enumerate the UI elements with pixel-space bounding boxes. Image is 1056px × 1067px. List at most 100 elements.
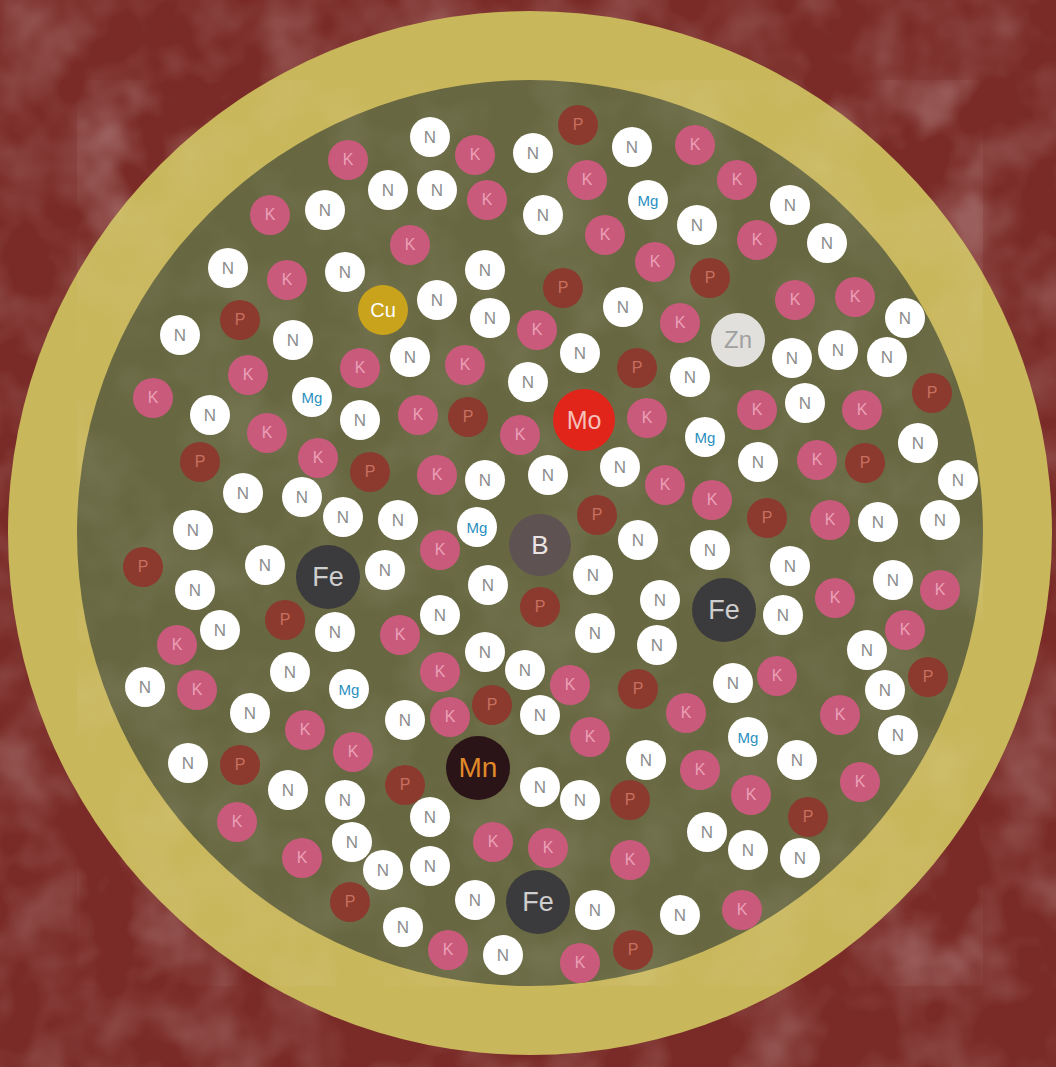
potassium-circle: K xyxy=(775,280,815,320)
phosphorus-circle: P xyxy=(617,348,657,388)
nitrogen-circle: N xyxy=(603,287,643,327)
potassium-circle: K xyxy=(217,802,257,842)
element-symbol: K xyxy=(435,542,446,558)
circle-fill xyxy=(728,830,768,870)
nitrogen-circle: N xyxy=(847,630,887,670)
circle-fill xyxy=(410,797,450,837)
circle-fill xyxy=(228,355,268,395)
circle-fill xyxy=(417,455,457,495)
circle-fill xyxy=(220,300,260,340)
element-symbol: N xyxy=(237,485,249,502)
nitrogen-circle: N xyxy=(190,395,230,435)
element-symbol: N xyxy=(339,792,351,809)
nitrogen-circle: N xyxy=(410,117,450,157)
circle-fill xyxy=(383,907,423,947)
circle-fill xyxy=(770,185,810,225)
copper-circle: Cu xyxy=(358,285,408,335)
element-symbol: N xyxy=(339,264,351,281)
circle-fill xyxy=(818,330,858,370)
circle-fill xyxy=(613,930,653,970)
element-symbol: Cu xyxy=(370,300,396,320)
potassium-circle: K xyxy=(797,440,837,480)
circle-fill xyxy=(847,630,887,670)
magnesium-circle: Mg xyxy=(329,669,369,709)
circle-fill xyxy=(468,565,508,605)
element-symbol: K xyxy=(850,289,861,305)
element-symbol: P xyxy=(463,409,474,425)
nitrogen-circle: N xyxy=(523,195,563,235)
potassium-circle: K xyxy=(420,652,460,692)
circle-fill xyxy=(738,442,778,482)
element-symbol: K xyxy=(565,677,576,693)
potassium-circle: K xyxy=(635,242,675,282)
circle-fill xyxy=(573,555,613,595)
nitrogen-circle: N xyxy=(575,890,615,930)
phosphorus-circle: P xyxy=(330,882,370,922)
element-symbol: P xyxy=(762,510,773,526)
nitrogen-circle: N xyxy=(858,502,898,542)
element-symbol: K xyxy=(313,450,324,466)
magnesium-circle: Mg xyxy=(685,417,725,457)
element-symbol: N xyxy=(527,145,539,162)
circle-fill xyxy=(575,613,615,653)
circle-fill xyxy=(612,127,652,167)
circle-fill xyxy=(528,455,568,495)
element-symbol: N xyxy=(777,607,789,624)
circle-fill xyxy=(858,502,898,542)
element-symbol: N xyxy=(259,557,271,574)
element-symbol: P xyxy=(235,757,246,773)
circle-fill xyxy=(230,693,270,733)
circle-fill xyxy=(908,657,948,697)
circle-fill xyxy=(133,378,173,418)
potassium-circle: K xyxy=(610,840,650,880)
element-symbol: N xyxy=(424,129,436,146)
circle-fill xyxy=(417,170,457,210)
potassium-circle: K xyxy=(627,398,667,438)
element-symbol: K xyxy=(825,512,836,528)
circle-fill xyxy=(330,882,370,922)
nitrogen-circle: N xyxy=(508,362,548,402)
nitrogen-circle: N xyxy=(528,455,568,495)
nitrogen-circle: N xyxy=(728,830,768,870)
potassium-circle: K xyxy=(177,670,217,710)
phosphorus-circle: P xyxy=(123,547,163,587)
element-symbol: N xyxy=(589,625,601,642)
nitrogen-circle: N xyxy=(168,743,208,783)
nitrogen-circle: N xyxy=(687,812,727,852)
potassium-circle: K xyxy=(660,303,700,343)
phosphorus-circle: P xyxy=(613,930,653,970)
element-symbol: N xyxy=(399,712,411,729)
element-symbol: K xyxy=(172,637,183,653)
element-symbol: N xyxy=(626,139,638,156)
circle-fill xyxy=(298,438,338,478)
potassium-circle: K xyxy=(285,710,325,750)
nitrogen-circle: N xyxy=(520,767,560,807)
nitrogen-circle: N xyxy=(125,667,165,707)
circle-fill xyxy=(523,195,563,235)
element-symbol: N xyxy=(537,207,549,224)
element-symbol: N xyxy=(542,467,554,484)
circle-fill xyxy=(160,315,200,355)
nitrogen-circle: N xyxy=(325,780,365,820)
element-symbol: N xyxy=(404,349,416,366)
nitrogen-circle: N xyxy=(470,298,510,338)
phosphorus-circle: P xyxy=(577,495,617,535)
phosphorus-circle: P xyxy=(220,300,260,340)
element-symbol: K xyxy=(515,427,526,443)
element-symbol: K xyxy=(282,272,293,288)
circle-fill xyxy=(757,656,797,696)
circle-fill xyxy=(315,612,355,652)
circle-fill xyxy=(722,890,762,930)
nitrogen-circle: N xyxy=(325,252,365,292)
circle-fill xyxy=(635,242,675,282)
circle-fill xyxy=(553,389,615,451)
circle-fill xyxy=(500,415,540,455)
phosphorus-circle: P xyxy=(912,373,952,413)
nitrogen-circle: N xyxy=(417,280,457,320)
nitrogen-circle: N xyxy=(245,545,285,585)
circle-fill xyxy=(603,287,643,327)
circle-fill xyxy=(506,870,570,934)
potassium-circle: K xyxy=(550,665,590,705)
olive-field xyxy=(77,80,983,986)
